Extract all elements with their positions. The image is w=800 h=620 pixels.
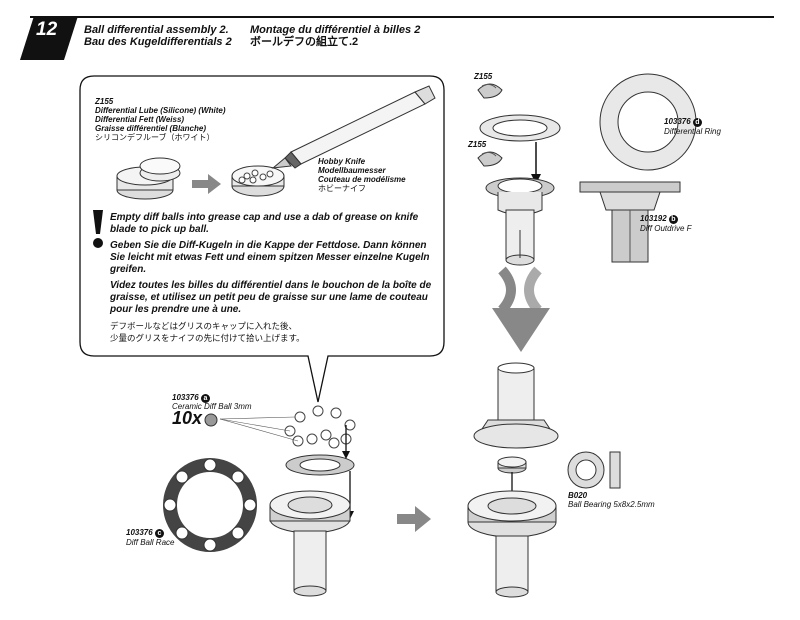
- diff-ball-race-part: [163, 458, 257, 552]
- spur-gear-part: [269, 490, 351, 597]
- note-jp-line-1: デフボールなどはグリスのキャップに入れた後、: [110, 321, 298, 331]
- spur-gear-part: [467, 490, 557, 598]
- ball-letter-badge: a: [200, 394, 210, 403]
- lube-code: Z155: [95, 97, 114, 106]
- outdrive-code: 103192 b: [640, 214, 678, 224]
- knife-name-jp: ホビーナイフ: [318, 184, 366, 193]
- grease-dab-icon: [477, 151, 503, 167]
- grease-cap-with-balls-icon: [231, 165, 285, 197]
- outdrive-name: Diff Outdrive F: [640, 224, 692, 233]
- bearing-code: B020: [568, 491, 588, 500]
- ring-code: 103376 d: [664, 117, 702, 127]
- lube-name-fr: Graisse différentiel (Blanche): [95, 124, 206, 133]
- race-name: Diff Ball Race: [126, 538, 175, 547]
- ball-code: 103376 a: [172, 393, 210, 403]
- caution-icon: [93, 210, 103, 248]
- ball-name: Ceramic Diff Ball 3mm: [172, 402, 252, 411]
- ball-race-on-gear: [285, 454, 355, 476]
- final-assembly-illustration: [467, 362, 621, 598]
- race-letter-badge: c: [154, 529, 164, 538]
- note-fr: Videz toutes les billes du différentiel …: [110, 280, 432, 315]
- differential-ring-part: [479, 114, 561, 142]
- note-jp-line-2: 少量のグリスをナイフの先に付けて拾い上げます。: [110, 333, 305, 343]
- ring-name: Differential Ring: [664, 127, 721, 136]
- knife-name-de: Modellbaumesser: [318, 166, 386, 175]
- knife-name-en: Hobby Knife: [318, 157, 366, 166]
- bearing-name: Ball Bearing 5x8x2.5mm: [568, 500, 655, 509]
- step-number: 12: [36, 19, 58, 40]
- lube-name-de: Differential Fett (Weiss): [95, 115, 185, 124]
- ball-quantity: 10x: [172, 408, 203, 428]
- right-arrow-icon: [397, 506, 431, 532]
- title-en: Ball differential assembly 2.: [84, 24, 229, 36]
- title-fr: Montage du différentiel à billes 2: [250, 24, 421, 36]
- knife-name-fr: Couteau de modélisme: [318, 175, 406, 184]
- grease-and-knife-illustration: [116, 85, 436, 200]
- race-code: 103376 c: [126, 528, 164, 538]
- diff-outdrive-side-view: [579, 181, 681, 263]
- grease-dab-icon: [477, 83, 503, 99]
- grease-container-icon: [116, 157, 181, 200]
- hobby-knife-icon: [271, 85, 436, 169]
- lube-name-en: Differential Lube (Silicone) (White): [95, 106, 226, 115]
- differential-ring-large-view: [599, 73, 697, 171]
- note-en: Empty diff balls into grease cap and use…: [110, 212, 419, 235]
- lube-code-mid: Z155: [468, 140, 487, 149]
- ball-swatch-icon: [204, 413, 218, 427]
- ball-bearing-part: [567, 451, 621, 489]
- ball-bearing-small-view: [497, 456, 527, 474]
- header-rule: [30, 16, 774, 18]
- diff-outdrive-assembled: [473, 362, 559, 449]
- lube-code-top: Z155: [474, 72, 493, 81]
- lube-name-jp: シリコンデフルーブ（ホワイト）: [95, 133, 215, 142]
- diff-balls-group: [284, 405, 356, 449]
- step-badge: [20, 16, 78, 60]
- ball-diff-gear-illustration: [163, 405, 356, 597]
- title-jp: ボールデフの組立て.2: [250, 36, 359, 48]
- diff-outdrive-part: [485, 177, 555, 266]
- ring-letter-badge: d: [692, 118, 702, 127]
- title-de: Bau des Kugeldifferentials 2: [84, 36, 232, 48]
- note-de: Geben Sie die Diff-Kugeln in die Kappe d…: [110, 240, 430, 275]
- outdrive-assembly-illustration: [477, 73, 697, 352]
- outdrive-letter-badge: b: [668, 215, 678, 224]
- down-arrow-icon: [492, 266, 550, 352]
